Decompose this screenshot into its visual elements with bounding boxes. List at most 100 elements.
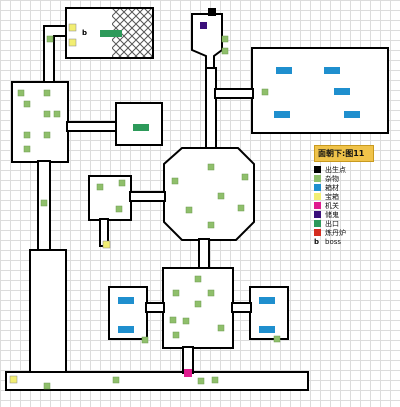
- legend-row-spawn-point: 出生点: [314, 165, 374, 174]
- room-central: [163, 147, 255, 241]
- debris-icon: [169, 316, 177, 324]
- materials-icon: [276, 67, 292, 74]
- debris-icon: [40, 199, 48, 207]
- alchemy-furnace-icon: [314, 229, 321, 236]
- debris-icon: [197, 377, 205, 385]
- materials-icon: [118, 326, 134, 333]
- legend-row-debris: 杂物: [314, 174, 374, 183]
- legend-row-mechanism: 机关: [314, 201, 374, 210]
- ghost-storage-icon: [314, 211, 321, 218]
- debris-icon: [112, 376, 120, 384]
- corridor-bottom: [5, 371, 309, 391]
- materials-icon: [259, 297, 275, 304]
- treasure-chest-icon: [9, 375, 18, 384]
- corridor-boss-west: [43, 25, 67, 83]
- materials-icon: [324, 67, 340, 74]
- legend-label: 储鬼: [325, 210, 339, 219]
- treasure-chest-icon: [68, 23, 77, 32]
- debris-icon: [23, 100, 31, 108]
- legend-row-exit: 出口: [314, 219, 374, 228]
- materials-icon: [259, 326, 275, 333]
- debris-icon: [194, 275, 202, 283]
- corridor-west-small: [129, 191, 166, 202]
- legend-label: boss: [325, 237, 342, 246]
- treasure-chest-icon: [314, 193, 321, 200]
- boss-marker-letter: b: [82, 29, 88, 37]
- debris-icon: [23, 131, 31, 139]
- room-left-tall: [29, 249, 67, 374]
- ghost-storage-icon: [200, 22, 207, 29]
- materials-icon: [344, 111, 360, 118]
- debris-icon: [171, 177, 179, 185]
- room-lower-right: [249, 286, 289, 340]
- debris-icon: [273, 335, 281, 343]
- corridor-central-south: [198, 238, 210, 270]
- debris-icon: [43, 131, 51, 139]
- debris-icon: [207, 163, 215, 171]
- treasure-chest-icon: [102, 240, 111, 249]
- debris-icon: [182, 317, 190, 325]
- corridor-central-north: [205, 67, 217, 149]
- legend-label: 宝箱: [325, 192, 339, 201]
- map-walls: [5, 7, 389, 391]
- materials-icon: [118, 297, 134, 304]
- debris-icon: [221, 35, 229, 43]
- debris-icon: [207, 221, 215, 229]
- legend-label: 出生点: [325, 165, 346, 174]
- debris-icon: [185, 206, 193, 214]
- debris-icon: [43, 110, 51, 118]
- debris-icon: [115, 205, 123, 213]
- corridor-upper-left-east: [66, 121, 118, 132]
- legend-title: 面朝下:图11: [314, 145, 374, 162]
- debris-icon: [194, 300, 202, 308]
- treasure-chest-icon: [68, 38, 77, 47]
- debris-icon: [217, 192, 225, 200]
- debris-icon: [261, 88, 269, 96]
- materials-icon: [274, 111, 290, 118]
- legend-row-alchemy-furnace: 炼丹炉: [314, 228, 374, 237]
- debris-icon: [241, 173, 249, 181]
- debris-icon: [43, 382, 51, 390]
- debris-icon: [53, 110, 61, 118]
- mechanism-icon: [184, 369, 192, 377]
- debris-icon: [237, 204, 245, 212]
- exit-icon: [314, 220, 321, 227]
- debris-icon: [217, 324, 225, 332]
- legend-label: 箱材: [325, 183, 339, 192]
- legend-row-treasure-chest: 宝箱: [314, 192, 374, 201]
- legend-label: 机关: [325, 201, 339, 210]
- spawn-point-icon: [314, 166, 321, 173]
- exit-icon: [100, 30, 122, 37]
- materials-icon: [314, 184, 321, 191]
- debris-icon: [96, 183, 104, 191]
- room-upper-right: [251, 47, 389, 134]
- legend-label: 杂物: [325, 174, 339, 183]
- debris-icon: [141, 336, 149, 344]
- legend-label: 炼丹炉: [325, 228, 346, 237]
- corridor-upper-right: [214, 88, 254, 99]
- debris-icon: [23, 145, 31, 153]
- debris-icon: [211, 376, 219, 384]
- spawn-point-icon: [208, 8, 216, 16]
- debris-icon: [43, 89, 51, 97]
- corridor-lower-left: [145, 302, 165, 313]
- boss-icon: b: [314, 237, 320, 246]
- debris-icon: [172, 331, 180, 339]
- corridor-lower-right: [231, 302, 252, 313]
- legend-label: 出口: [325, 219, 339, 228]
- debris-icon: [172, 289, 180, 297]
- legend-row-materials: 箱材: [314, 183, 374, 192]
- debris-icon: [221, 47, 229, 55]
- exit-icon: [133, 124, 149, 131]
- debris-icon: [314, 175, 321, 182]
- materials-icon: [334, 88, 350, 95]
- map-markers: [9, 8, 360, 390]
- legend-row-ghost-storage: 储鬼: [314, 210, 374, 219]
- debris-icon: [118, 179, 126, 187]
- mechanism-icon: [314, 202, 321, 209]
